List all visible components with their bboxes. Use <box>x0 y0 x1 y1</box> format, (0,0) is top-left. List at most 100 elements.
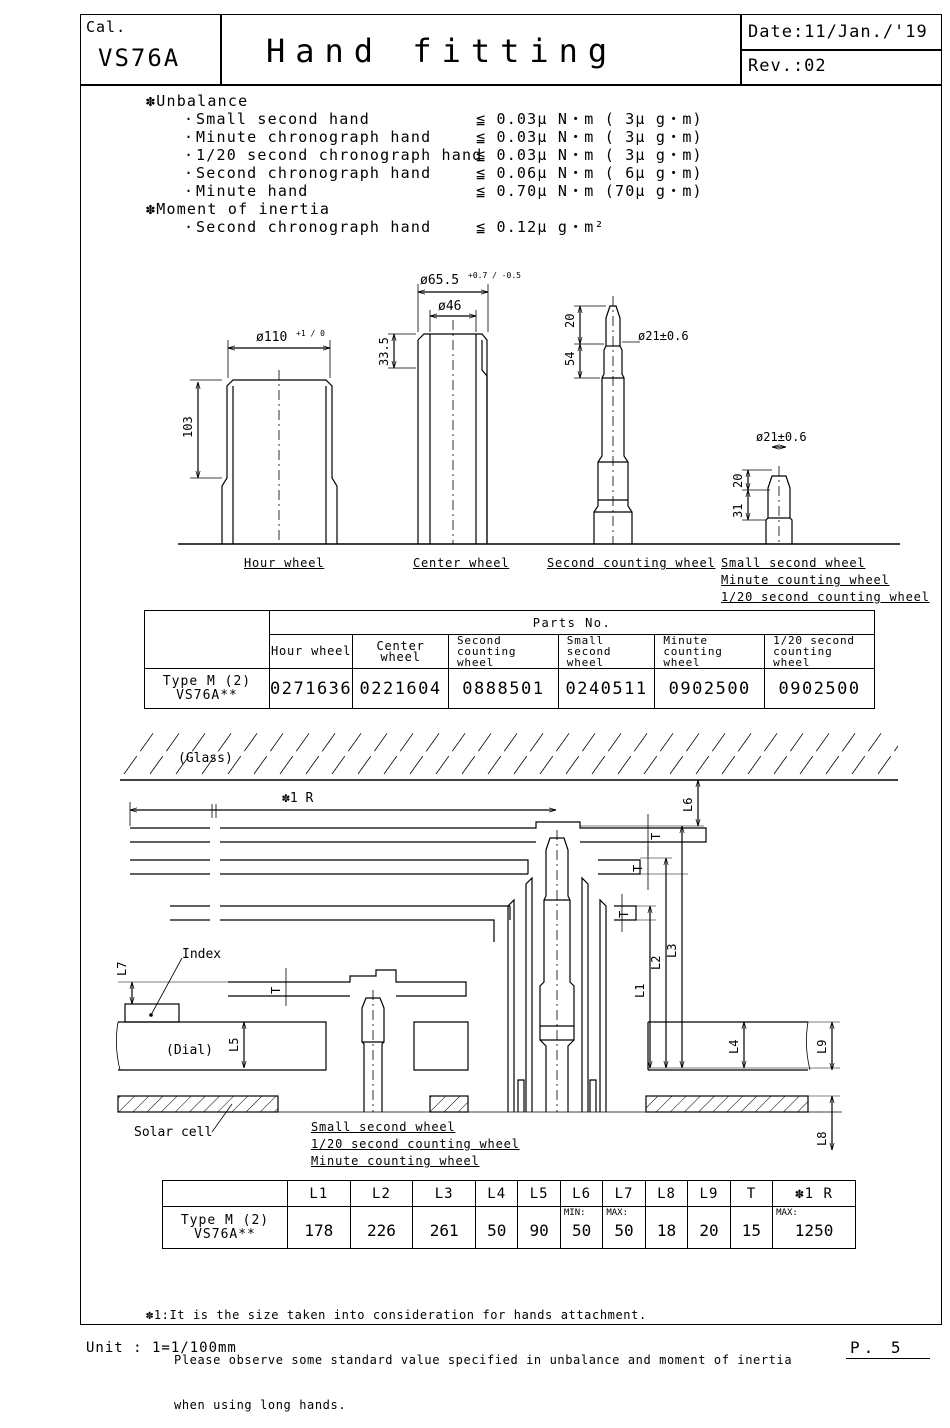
dim-column-header: L4 <box>474 1180 519 1207</box>
small-top-text: 20 <box>731 474 745 488</box>
l4-text: L4 <box>727 1040 741 1054</box>
second-top-text: 20 <box>563 314 577 328</box>
parts-header-line-1: Hour wheel <box>270 644 352 658</box>
bullet-dot: · <box>184 128 195 146</box>
inertia-item-value: ≦ 0.12μ g・m² <box>476 218 605 236</box>
dim-value-cell: 50 <box>474 1206 519 1249</box>
dim-row-label-1: Type M (2) <box>180 1212 270 1228</box>
header-divider-rev <box>740 49 942 51</box>
glass-text: (Glass) <box>178 751 233 766</box>
parts-group-header: Parts No. <box>269 610 875 635</box>
t-text-2: T <box>631 865 645 872</box>
small-dia-text: ø21±0.6 <box>756 430 807 444</box>
l8-text: L8 <box>815 1132 829 1146</box>
t-text-1: T <box>649 833 663 840</box>
dim-value-number: 15 <box>741 1221 762 1240</box>
dim-value-cell: 15 <box>729 1206 774 1249</box>
dim-value-cell: 226 <box>349 1206 414 1249</box>
dim-value-cell: 178 <box>287 1206 351 1249</box>
unbalance-title-text: Unbalance <box>156 92 249 110</box>
wheels-drawing <box>178 284 900 545</box>
dim-column-header: L7 <box>602 1180 646 1207</box>
second-height-text: 54 <box>563 352 577 366</box>
dim-value-number: 90 <box>529 1221 549 1240</box>
page-frame <box>80 14 942 1325</box>
solar-cell-right <box>645 1095 809 1113</box>
section-drawing <box>116 731 899 1150</box>
bullet-dot: · <box>184 164 195 182</box>
hour-height-text: 103 <box>181 416 195 438</box>
minute-counting-wheel-label: Minute counting wheel <box>721 573 890 587</box>
dim-column-header: T <box>729 1180 774 1207</box>
dim-value-cell: MAX:50 <box>602 1206 646 1249</box>
hour-wheel-shape <box>221 370 338 544</box>
unbalance-item-name: 1/20 second chronograph hand <box>196 146 483 164</box>
page-title: Hand fitting <box>266 32 618 70</box>
dim-value-cell: MAX:1250 <box>772 1206 856 1249</box>
dial-text: (Dial) <box>166 1043 213 1058</box>
parts-row-label-2: VS76A** <box>176 687 238 703</box>
footnote-line-3: when using long hands. <box>174 1398 347 1412</box>
parts-number-cell: 0888501 <box>447 668 559 709</box>
dial-left <box>118 1021 327 1071</box>
hour-dia-tol-text: +1 / 0 <box>296 329 325 338</box>
unbalance-item-name: Minute chronograph hand <box>196 128 432 146</box>
bullet-dot: · <box>184 146 195 164</box>
center-inner-text: ø46 <box>438 299 461 314</box>
second-counting-wheel-shape <box>593 296 633 544</box>
small-height-text: 31 <box>731 504 745 518</box>
parts-column-header: Hour wheel <box>268 634 354 669</box>
l9-text: L9 <box>815 1040 829 1054</box>
bullet-dot: · <box>184 110 195 128</box>
dim-column-header: L9 <box>687 1180 731 1207</box>
dim-column-header: L6 <box>559 1180 604 1207</box>
dial-middle <box>413 1021 469 1071</box>
dim-value-number: 1250 <box>794 1221 834 1240</box>
hour-wheel-label: Hour wheel <box>244 556 325 570</box>
dim-column-header: L3 <box>412 1180 476 1207</box>
section-small-second-label: Small second wheel <box>311 1120 456 1134</box>
parts-row-label-1: Type M (2) <box>162 673 252 689</box>
l2-text: L2 <box>649 956 663 970</box>
twentieth-second-wheel-label: 1/20 second counting wheel <box>721 590 930 604</box>
dim-corner-cell <box>162 1180 288 1207</box>
revision-text: Rev.:02 <box>748 56 827 76</box>
cal-label: Cal. <box>86 18 127 36</box>
dim-value-number: 226 <box>367 1221 396 1240</box>
second-counting-wheel-label: Second counting wheel <box>547 556 716 570</box>
dim-value-cell: 18 <box>644 1206 689 1249</box>
index-text: Index <box>182 947 221 962</box>
header-divider-cal <box>220 14 222 85</box>
unbalance-item-name: Minute hand <box>196 182 309 200</box>
dim-value-number: 20 <box>699 1221 719 1240</box>
parts-row-label: Type M (2)VS76A** <box>144 668 270 709</box>
footnote: ✽1:It is the size taken into considerati… <box>146 1278 792 1428</box>
footnote-line-1: ✽1:It is the size taken into considerati… <box>146 1308 647 1322</box>
inertia-item-name: Second chronograph hand <box>196 218 432 236</box>
solar-cell-middle <box>429 1095 469 1113</box>
section-twentieth-label: 1/20 second counting wheel <box>311 1137 520 1151</box>
unbalance-item-value: ≦ 0.06μ N・m ( 6μ g・m) <box>476 164 703 182</box>
section-minute-counting-label: Minute counting wheel <box>311 1154 480 1168</box>
l3-text: L3 <box>665 944 679 958</box>
parts-header-line-1: 1/20 second <box>773 634 855 647</box>
asterisk-mark: ✽ <box>146 200 157 218</box>
parts-number-cell: 0240511 <box>557 668 656 709</box>
dim-value-note: MIN: <box>563 1208 586 1218</box>
dim-column-header: L1 <box>287 1180 351 1207</box>
dim-value-number: 50 <box>571 1221 592 1240</box>
dim-value-cell: 90 <box>517 1206 561 1249</box>
dim-column-header: L2 <box>349 1180 414 1207</box>
page-number-underline <box>846 1358 930 1359</box>
center-wheel-shape <box>417 320 488 544</box>
unbalance-item-value: ≦ 0.03μ N・m ( 3μ g・m) <box>476 128 703 146</box>
parts-header-line-2: counting wheel <box>663 645 723 669</box>
l1-text: L1 <box>633 984 647 998</box>
parts-header-line-1: Small <box>566 634 604 647</box>
